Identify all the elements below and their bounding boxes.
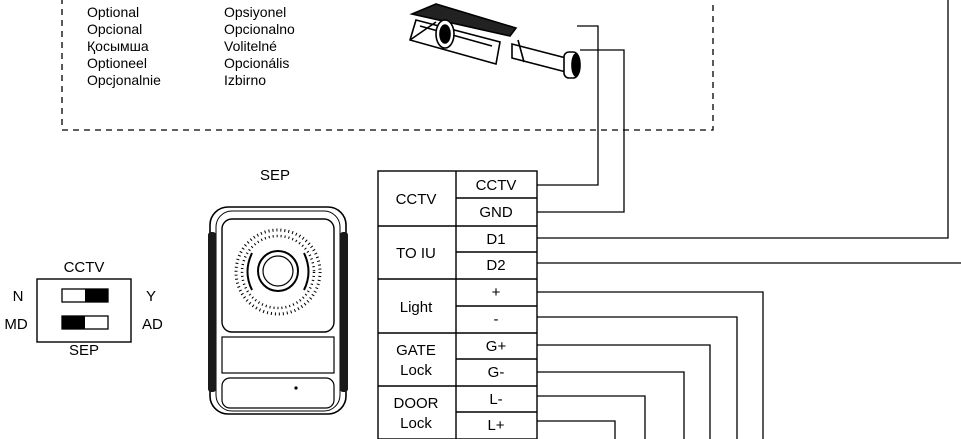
- terminal-cctv: CCTV: [476, 177, 517, 194]
- terminal-l-minus: L-: [489, 391, 502, 408]
- terminal-g-minus: G-: [488, 364, 505, 381]
- optional-word: Opcjonalnie: [87, 72, 161, 88]
- terminal-d1: D1: [486, 231, 505, 248]
- optional-word: Volitelné: [224, 38, 277, 54]
- terminal-d2: D2: [486, 257, 505, 274]
- optional-word: Opcional: [87, 21, 142, 37]
- group-name-light: Light: [400, 299, 433, 316]
- optional-word: Optional: [87, 4, 139, 20]
- terminal-light-plus: +: [492, 284, 501, 301]
- group-name-gate: GATE: [396, 342, 436, 359]
- terminal-gnd: GND: [479, 204, 513, 221]
- terminal-l-plus: L+: [487, 417, 504, 434]
- dip-top-label: CCTV: [64, 259, 105, 276]
- door-panel-icon: [208, 206, 348, 415]
- dip-bottom-label: SEP: [69, 342, 99, 359]
- sep-title: SEP: [260, 167, 290, 184]
- optional-words: Optional Opcional Қосымша Optioneel Opcj…: [87, 4, 295, 88]
- group-name-door: DOOR: [394, 395, 439, 412]
- dip-left-label-n: N: [13, 288, 24, 305]
- terminal-light-minus: -: [494, 311, 499, 328]
- optional-dashed-box: [61, 0, 714, 131]
- optional-word: Opsiyonel: [224, 4, 286, 20]
- optional-word: Optioneel: [87, 55, 147, 71]
- dip-right-label-ad: AD: [142, 316, 163, 333]
- optional-word: Opcionális: [224, 55, 289, 71]
- cctv-camera-icon: [408, 3, 581, 79]
- dip-right-label-y: Y: [146, 288, 156, 305]
- terminal-g-plus: G+: [486, 338, 507, 355]
- group-name-cctv: CCTV: [396, 191, 437, 208]
- group-name-to-iu: TO IU: [396, 245, 436, 262]
- optional-word: Opcionalno: [224, 21, 295, 37]
- wires: [537, 0, 961, 439]
- group-name-door-lock: Lock: [400, 415, 432, 432]
- dip-switch: CCTV SEP N MD Y AD: [4, 259, 163, 359]
- optional-word: Қосымша: [87, 38, 149, 54]
- terminal-block: CCTV TO IU Light GATE Lock DOOR Lock CCT…: [377, 170, 538, 439]
- group-name-gate-lock: Lock: [400, 362, 432, 379]
- optional-word: Izbirno: [224, 72, 266, 88]
- dip-left-label-md: MD: [4, 316, 27, 333]
